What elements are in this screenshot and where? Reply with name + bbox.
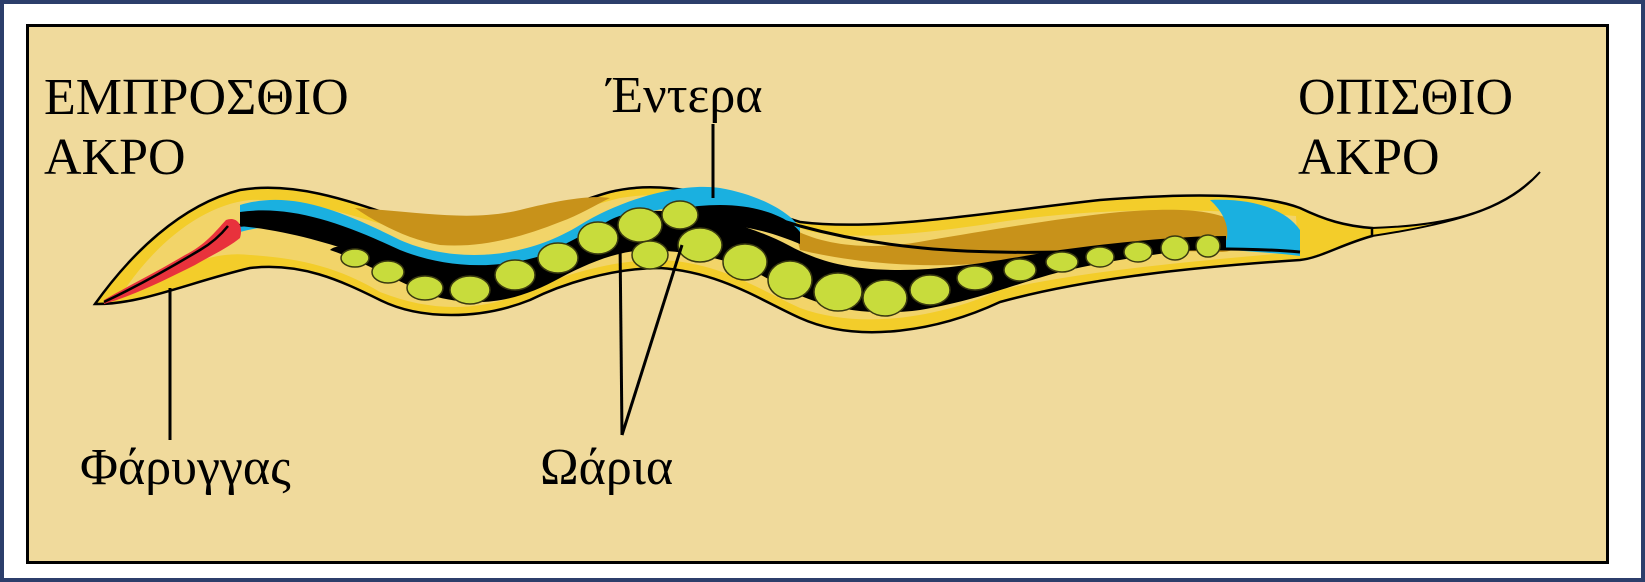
posterior-end-line-2: ΑΚΡΟ bbox=[1298, 128, 1513, 188]
eggs-leader-2 bbox=[622, 245, 682, 435]
eggs-leader-1 bbox=[620, 240, 622, 435]
egg bbox=[618, 208, 662, 242]
anterior-end-label: ΕΜΠΡΟΣΘΙΟ ΑΚΡΟ bbox=[44, 68, 349, 188]
egg bbox=[768, 261, 812, 299]
egg bbox=[372, 261, 404, 283]
pharynx-label: Φάρυγγας bbox=[80, 438, 291, 498]
egg bbox=[1004, 259, 1036, 281]
egg bbox=[678, 228, 722, 262]
egg bbox=[1046, 252, 1078, 272]
egg bbox=[578, 222, 618, 254]
egg bbox=[1161, 236, 1189, 260]
anterior-end-line-1: ΕΜΠΡΟΣΘΙΟ bbox=[44, 68, 349, 128]
egg bbox=[495, 260, 535, 290]
egg bbox=[1196, 235, 1220, 257]
egg bbox=[910, 275, 950, 305]
egg bbox=[632, 241, 668, 269]
egg bbox=[662, 201, 698, 229]
intestine-label: Έντερα bbox=[607, 66, 763, 126]
anterior-end-line-2: ΑΚΡΟ bbox=[44, 128, 349, 188]
egg bbox=[341, 249, 369, 267]
eggs-label: Ωάρια bbox=[540, 438, 673, 498]
posterior-end-line-1: ΟΠΙΣΘΙΟ bbox=[1298, 68, 1513, 128]
egg bbox=[957, 266, 993, 290]
egg bbox=[1124, 242, 1152, 262]
egg bbox=[407, 276, 443, 300]
posterior-end-label: ΟΠΙΣΘΙΟ ΑΚΡΟ bbox=[1298, 68, 1513, 188]
egg bbox=[538, 243, 578, 273]
egg bbox=[723, 244, 767, 280]
egg bbox=[1086, 247, 1114, 267]
egg bbox=[863, 280, 907, 316]
egg bbox=[814, 273, 862, 311]
egg bbox=[450, 276, 490, 304]
